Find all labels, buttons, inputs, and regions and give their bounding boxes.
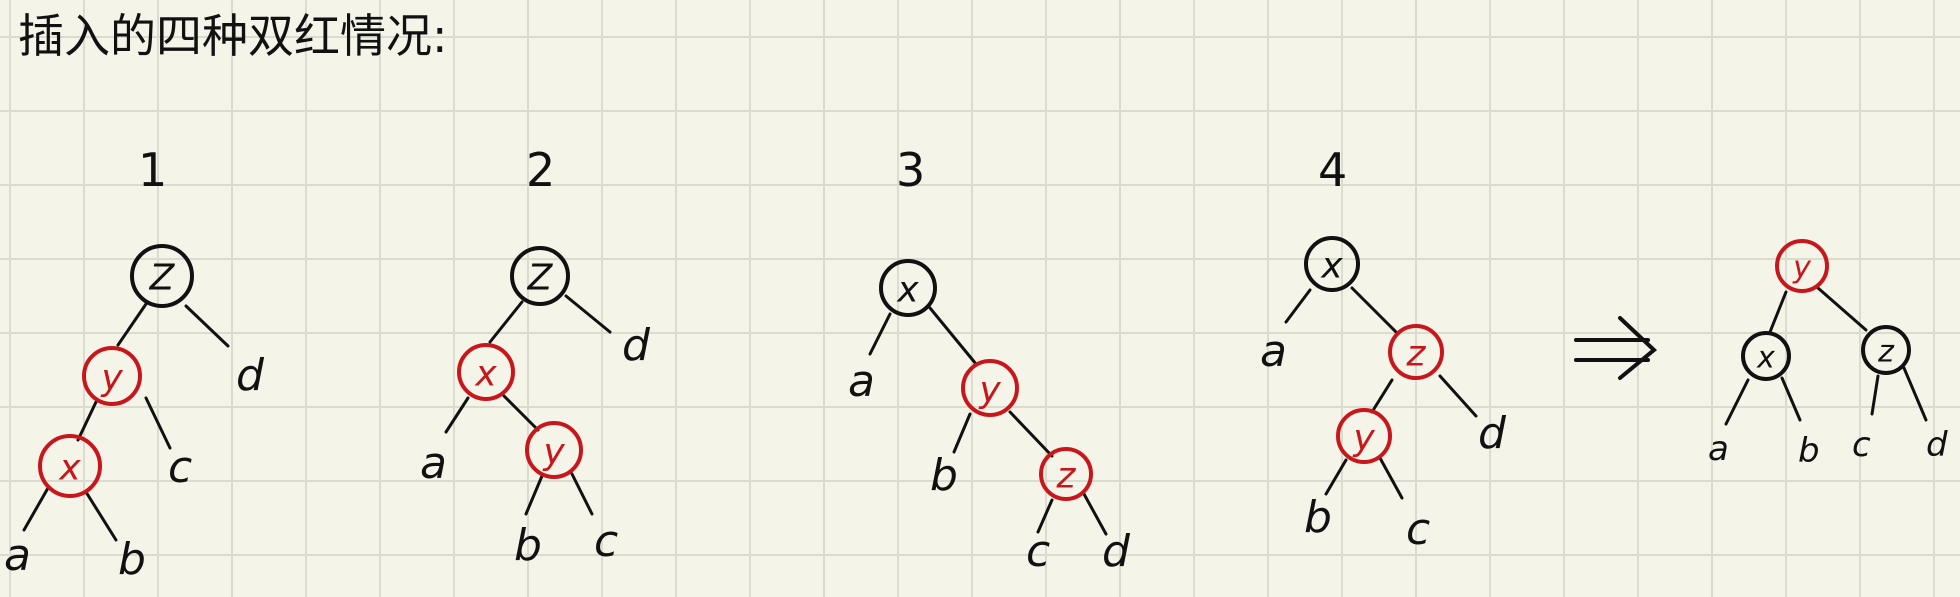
- case-3-leaf-a: a: [848, 356, 875, 407]
- result-leaf-d: d: [1926, 425, 1948, 465]
- result-node-y-label: y: [1792, 251, 1812, 286]
- case-2-node-z-label: Z: [527, 258, 554, 299]
- result-leaf-c: c: [1852, 425, 1871, 465]
- case-3-node-x: [879, 259, 937, 317]
- case-1-node-z: [130, 244, 194, 308]
- case-3-leaf-b: b: [930, 450, 958, 501]
- result-edge-y-x: [1768, 290, 1788, 334]
- result-edge-y-z: [1816, 286, 1868, 332]
- case-3-edge-x-a: [868, 312, 892, 356]
- case-4-edge-y-b: [1324, 458, 1348, 496]
- case-2-edge-y-c: [570, 472, 594, 516]
- case-3-node-y: [961, 359, 1019, 417]
- case-4-edge-z-y: [1370, 378, 1394, 414]
- case-2-leaf-a: a: [420, 438, 447, 489]
- case-4-node-x-label: x: [1320, 246, 1343, 287]
- result-edge-x-b: [1780, 376, 1802, 422]
- result-edge-z-c: [1870, 374, 1880, 416]
- case-2-node-z: [510, 246, 570, 306]
- case-1-node-x-label: x: [58, 448, 81, 489]
- case-1-node-x: [38, 434, 102, 498]
- case-4-edge-x-a: [1284, 288, 1312, 324]
- case-3-leaf-c: c: [1026, 526, 1050, 577]
- case-4: 4 x z y a d b c: [1260, 143, 1507, 555]
- page-title: 插入的四种双红情况:: [18, 9, 448, 63]
- case-1-leaf-b: b: [118, 534, 146, 585]
- case-4-node-y-label: y: [1352, 418, 1375, 459]
- case-1-edge-x-a: [22, 486, 50, 532]
- case-2-edge-x-y: [502, 394, 540, 432]
- case-4-node-y: [1336, 408, 1392, 464]
- case-4-number: 4: [1318, 143, 1347, 197]
- case-4-leaf-a: a: [1260, 326, 1287, 377]
- result-leaf-a: a: [1708, 429, 1729, 469]
- case-3-edge-z-d: [1082, 492, 1108, 536]
- case-4-edge-z-d: [1438, 374, 1478, 418]
- case-1-edge-y-c: [144, 396, 172, 450]
- case-4-node-z-label: z: [1406, 334, 1427, 375]
- case-4-leaf-d: d: [1478, 408, 1507, 459]
- case-2-edge-z-x: [488, 300, 524, 344]
- case-4-edge-y-c: [1378, 456, 1404, 500]
- case-1-edge-y-x: [76, 400, 98, 442]
- case-4-edge-x-z: [1350, 286, 1400, 336]
- case-2-edge-y-b: [524, 474, 544, 516]
- case-3-node-z: [1039, 447, 1093, 501]
- case-2-node-x: [457, 343, 515, 401]
- case-3-node-y-label: y: [978, 370, 1001, 411]
- case-2-node-y-label: y: [542, 432, 565, 473]
- case-2-node-y: [525, 421, 583, 479]
- result-leaf-b: b: [1798, 431, 1820, 471]
- case-4-leaf-c: c: [1406, 504, 1430, 555]
- case-2-leaf-c: c: [594, 516, 618, 567]
- case-3-number: 3: [896, 143, 925, 197]
- case-1-edge-x-b: [84, 490, 118, 542]
- case-1-leaf-d: d: [236, 350, 265, 401]
- arrow-head: [1618, 316, 1658, 380]
- case-4-node-z: [1388, 324, 1444, 380]
- result-edge-x-a: [1724, 378, 1750, 426]
- result-tree: y x z a b c d: [1708, 239, 1948, 471]
- result-node-y: [1775, 239, 1829, 293]
- case-3-edge-y-b: [952, 412, 972, 454]
- case-1-node-y-label: y: [100, 358, 123, 399]
- case-1: 1 Z y x d c a b: [4, 143, 265, 585]
- case-1-node-y: [82, 346, 142, 406]
- case-3-node-x-label: x: [896, 270, 919, 311]
- case-1-leaf-c: c: [168, 442, 192, 493]
- case-2-number: 2: [526, 143, 555, 197]
- case-2-edge-x-a: [444, 396, 470, 434]
- case-2-leaf-b: b: [514, 520, 542, 571]
- case-3: 3 x y z a b c d: [848, 143, 1131, 577]
- result-node-x-label: x: [1756, 341, 1775, 376]
- result-node-x: [1741, 331, 1791, 381]
- case-2: 2 Z x y d a b c: [420, 143, 651, 571]
- transform-arrow: [1574, 316, 1658, 380]
- case-1-node-z-label: Z: [149, 258, 176, 299]
- result-edge-z-d: [1902, 366, 1928, 422]
- case-3-node-z-label: z: [1056, 456, 1077, 497]
- case-1-number: 1: [138, 143, 167, 197]
- result-node-z-label: z: [1877, 335, 1895, 370]
- case-2-leaf-d: d: [622, 320, 651, 371]
- case-1-leaf-a: a: [4, 530, 31, 581]
- case-3-edge-z-c: [1036, 498, 1054, 534]
- case-4-leaf-b: b: [1304, 492, 1332, 543]
- case-4-node-x: [1304, 236, 1360, 292]
- case-1-edge-z-y: [116, 302, 148, 347]
- case-3-leaf-d: d: [1102, 526, 1131, 577]
- case-2-node-x-label: x: [474, 354, 497, 395]
- result-node-z: [1861, 325, 1911, 375]
- case-2-edge-z-d: [564, 294, 612, 334]
- case-3-edge-x-y: [928, 306, 978, 366]
- case-3-edge-y-z: [1008, 410, 1054, 458]
- case-1-edge-z-d: [184, 304, 230, 348]
